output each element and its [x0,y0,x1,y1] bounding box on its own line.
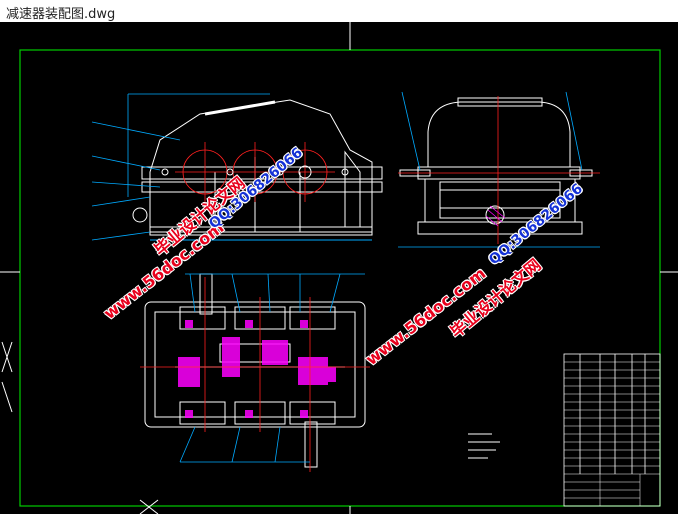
window-title: 减速器装配图.dwg [6,7,116,22]
side-view-leaders [398,91,600,248]
drawing-canvas[interactable]: www.56doc.com 毕业设计论文网 QQ:306826066 www.5… [0,22,678,514]
title-block-rows [564,361,660,506]
side-view-centers [398,96,600,244]
side-view [399,97,593,235]
plan-view-centers [140,277,370,472]
title-block [563,353,661,507]
window-titlebar: 减速器装配图.dwg [0,0,678,23]
plan-view-hatch [178,320,336,418]
front-view-leaders [91,93,270,241]
sheet-border [19,49,661,507]
cad-drawing [0,22,678,514]
tech-notes [468,433,500,459]
front-view-centers [175,142,335,202]
corner-marker [139,499,159,514]
corner-marker [1,341,13,413]
side-view-hatch [485,205,506,227]
front-view [132,99,383,241]
plan-view-leaders [179,273,365,463]
front-view-bolts [161,165,349,179]
